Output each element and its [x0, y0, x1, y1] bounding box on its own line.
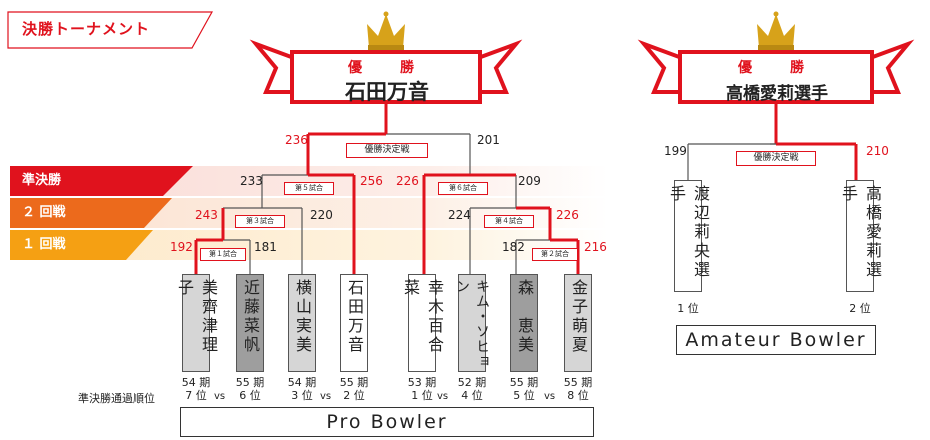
round-tab-shape-round1: [10, 230, 153, 260]
vs-label: vs: [320, 391, 332, 402]
match-label-2: 第２試合: [532, 248, 578, 261]
player-card: 幸木百合菜: [401, 274, 444, 372]
round-tab-shape-round2: [10, 198, 172, 228]
player-card: 横山実美: [288, 274, 316, 372]
player-card: 森 恵美: [510, 274, 538, 372]
player-rank: 55 期 2 位: [339, 376, 369, 402]
round-label-semifinal: 準決勝: [22, 173, 62, 188]
vs-label: vs: [214, 391, 226, 402]
player-card: キム・ソヒョン: [454, 274, 490, 372]
player-card: 美齊津理子: [175, 274, 218, 372]
crown-icon-pro: [367, 11, 405, 50]
amateur-player-rank: 1 位: [677, 302, 699, 315]
amateur-winner-name: 高橋愛莉選手: [726, 84, 828, 104]
match-label-5: 第５試合: [284, 182, 334, 195]
crown-icon-amateur: [757, 11, 795, 50]
amateur-score-right: 210: [866, 144, 889, 158]
pro-final-score-right: 201: [477, 133, 500, 147]
winner-banner-pro: [249, 39, 523, 104]
amateur-player-card: 渡辺莉央選手: [667, 180, 710, 292]
title-frame: [7, 11, 214, 49]
r2-4-score-right: 226: [556, 208, 579, 222]
amateur-player-rank: 2 位: [849, 302, 871, 315]
amateur-category-label: Amateur Bowler: [676, 325, 876, 355]
amateur-winner-title: 優 勝: [738, 60, 816, 76]
pro-winner-name: 石田万音: [345, 80, 429, 104]
semi-6-score-left: 226: [396, 174, 419, 188]
player-rank: 55 期 5 位: [509, 376, 539, 402]
r2-4-score-left: 224: [448, 208, 471, 222]
player-rank: 54 期 7 位: [181, 376, 211, 402]
semi-5-score-left: 233: [240, 174, 263, 188]
pro-category-label: Pro Bowler: [180, 407, 594, 437]
r1-2-score-left: 182: [502, 240, 525, 254]
amateur-final-label: 優勝決定戦: [736, 151, 816, 166]
match-label-3: 第３試合: [235, 215, 285, 228]
round-label-round2: ２ 回戦: [22, 205, 66, 220]
rank-caption: 準決勝通過順位: [78, 392, 155, 405]
player-rank: 54 期 3 位: [287, 376, 317, 402]
winner-banner-amateur: [637, 39, 915, 104]
vs-label: vs: [544, 391, 556, 402]
bracket-lines-red: [194, 102, 858, 274]
player-card: 金子萌夏: [564, 274, 592, 372]
semi-5-score-right: 256: [360, 174, 383, 188]
player-card: 近藤菜帆: [236, 274, 264, 372]
pro-winner-title: 優 勝: [348, 60, 426, 76]
player-rank: 55 期 8 位: [563, 376, 593, 402]
pro-final-score-left: 236: [285, 133, 308, 147]
player-rank: 52 期 4 位: [457, 376, 487, 402]
match-label-1: 第１試合: [200, 248, 246, 261]
vs-label: vs: [437, 391, 449, 402]
r1-1-score-right: 181: [254, 240, 277, 254]
player-rank: 55 期 6 位: [235, 376, 265, 402]
player-rank: 53 期 1 位: [407, 376, 437, 402]
player-card: 石田万音: [340, 274, 368, 372]
round-label-round1: １ 回戦: [22, 237, 66, 252]
semi-6-score-right: 209: [518, 174, 541, 188]
match-label-4: 第４試合: [484, 215, 534, 228]
amateur-score-left: 199: [664, 144, 687, 158]
round-tab-shape-semifinal: [10, 166, 193, 196]
r1-1-score-left: 192: [170, 240, 193, 254]
r2-3-score-right: 220: [310, 208, 333, 222]
r2-3-score-left: 243: [195, 208, 218, 222]
match-label-6: 第６試合: [438, 182, 488, 195]
amateur-player-card: 高橋愛莉選手: [839, 180, 882, 292]
pro-final-label: 優勝決定戦: [346, 143, 428, 158]
page-title: 決勝トーナメント: [22, 20, 151, 38]
r1-2-score-right: 216: [584, 240, 607, 254]
